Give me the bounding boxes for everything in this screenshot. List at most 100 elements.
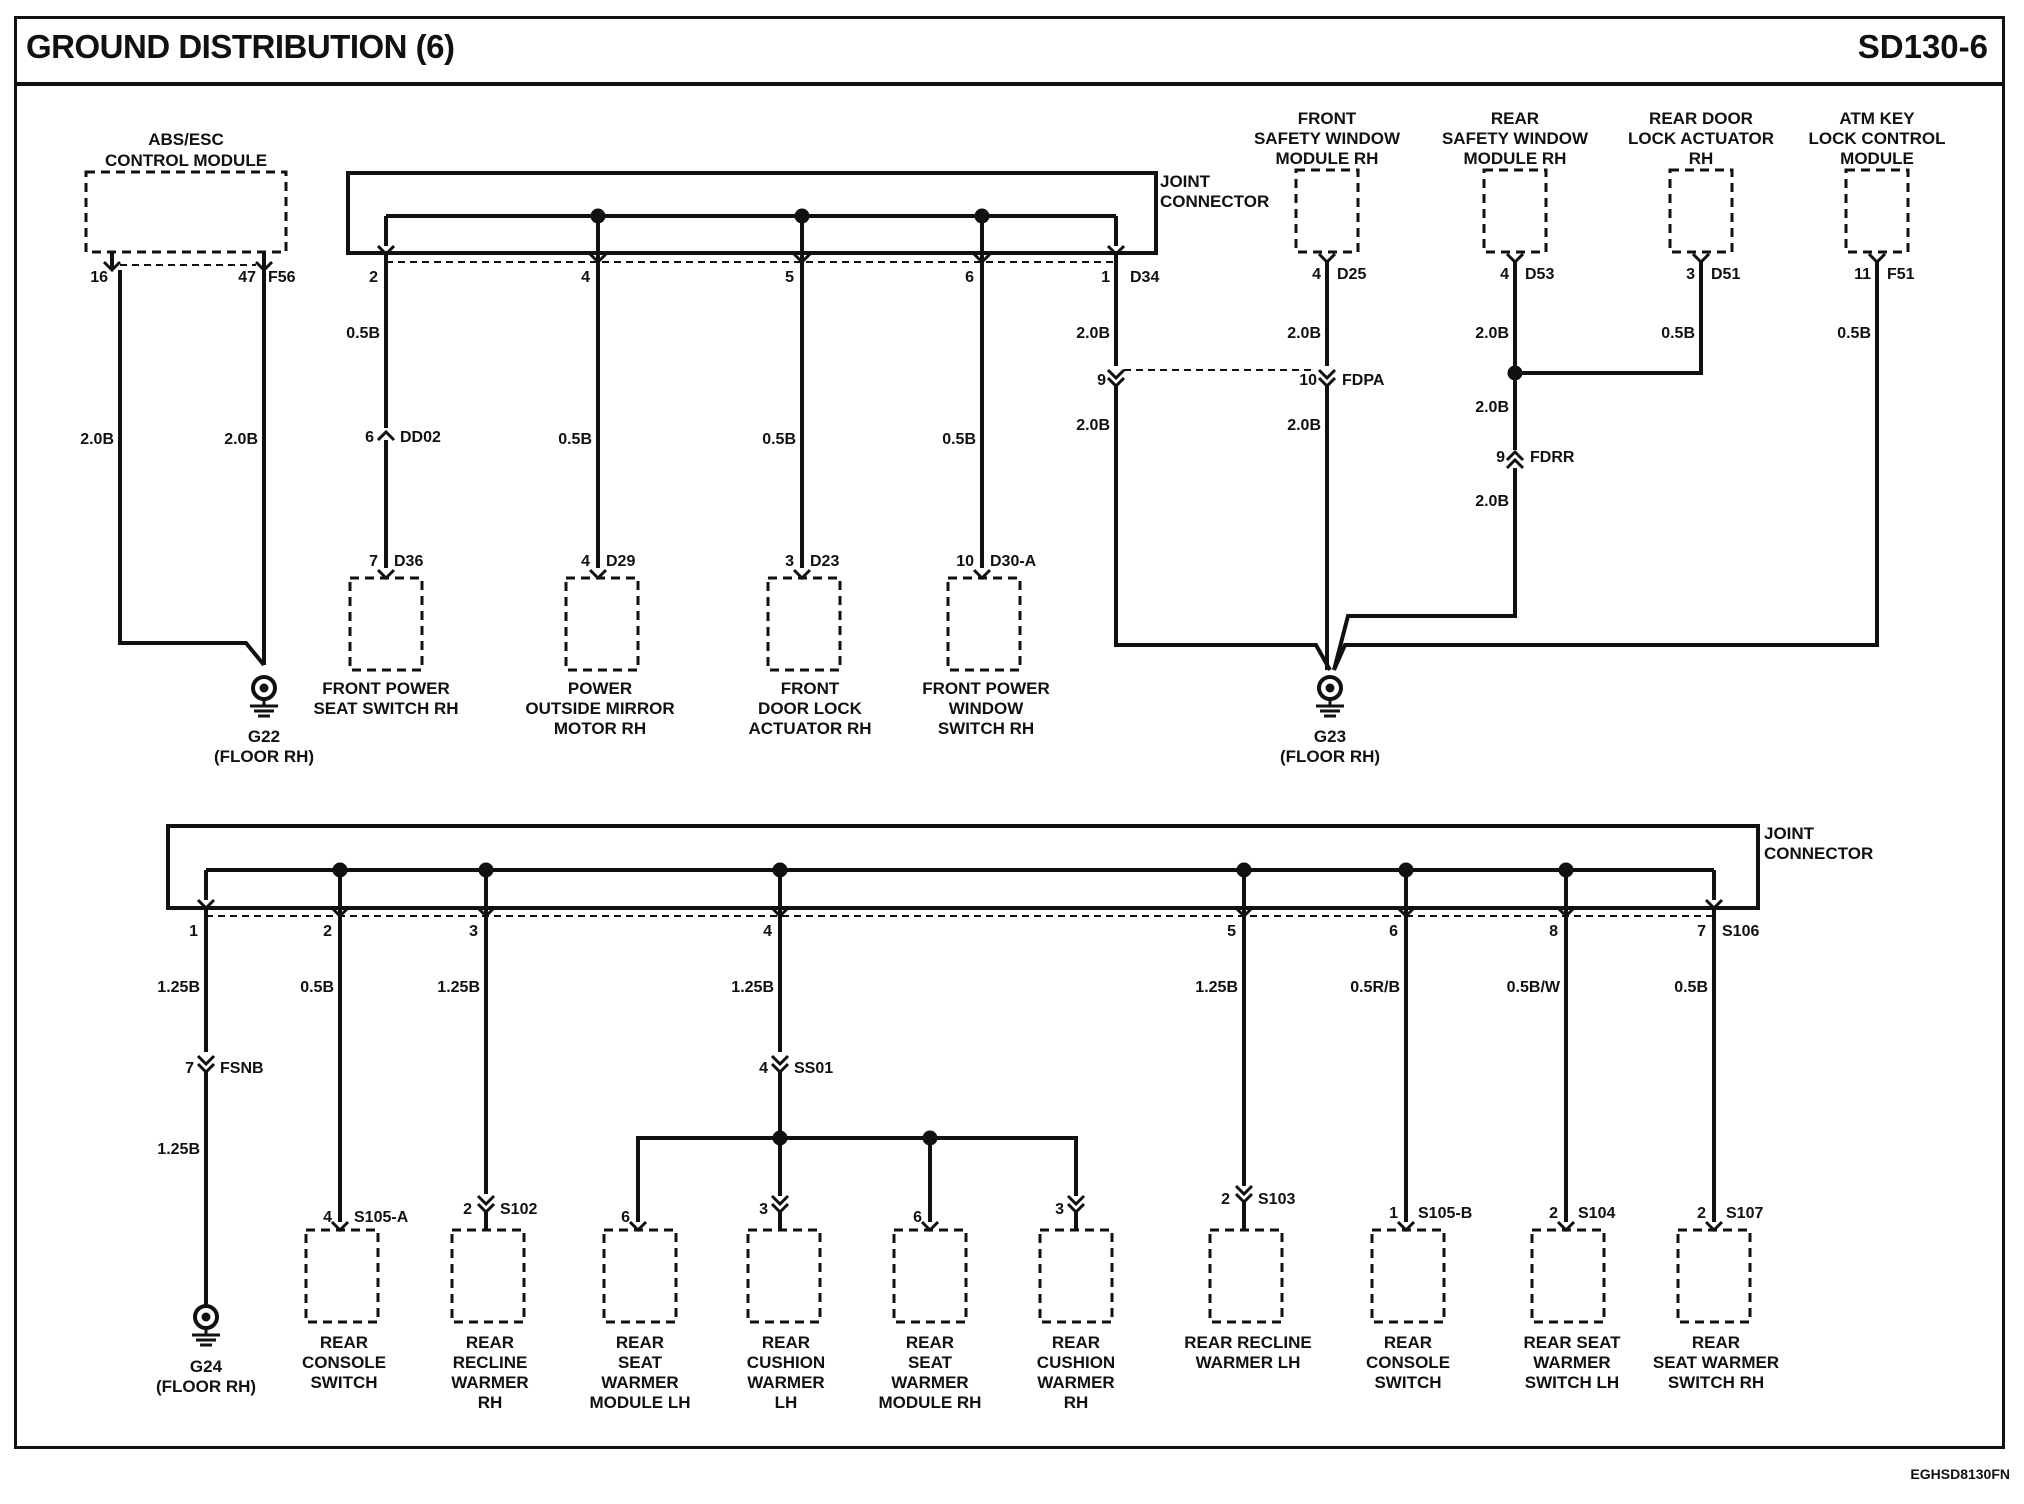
comp-name: CUSHION	[1037, 1353, 1115, 1372]
comp-name: REAR	[762, 1333, 810, 1352]
comp-pin: 4	[323, 1209, 332, 1226]
connector-chevron-icon	[476, 906, 496, 919]
comp-connector: S104	[1578, 1205, 1615, 1222]
comp-name: POWER	[568, 679, 632, 698]
abs-module-name-1: ABS/ESC	[148, 130, 224, 149]
module-name: MODULE	[1840, 149, 1914, 168]
comp-name: REAR SEAT	[1524, 1333, 1622, 1352]
bottom-wire-label: 0.5B	[1674, 979, 1708, 996]
atm-key-lock-control-module-box	[1844, 168, 1910, 254]
comp-name: REAR	[466, 1333, 514, 1352]
ground-symbol-icon	[1316, 675, 1344, 718]
module-name: RH	[1689, 149, 1714, 168]
comp-name: CONSOLE	[302, 1353, 386, 1372]
splice-dot-icon	[478, 862, 494, 878]
connector-chevron-icon	[1106, 368, 1126, 381]
comp-pin: 10	[956, 553, 974, 570]
g23-name: G23	[1314, 727, 1346, 746]
comp-connector: S103	[1258, 1191, 1295, 1208]
connector-chevron-icon	[1505, 252, 1525, 265]
splice-dot-icon	[1398, 862, 1414, 878]
ss01-pin: 4	[759, 1060, 768, 1077]
comp-name: REAR	[1384, 1333, 1432, 1352]
splice-dot-icon	[922, 1130, 938, 1146]
bottom-wire-label: 0.5R/B	[1350, 979, 1400, 996]
ss01-child-pin: 3	[1055, 1201, 1064, 1218]
connector-chevron-icon	[792, 252, 812, 265]
comp-name: WARMER	[451, 1373, 528, 1392]
wire-label: 0.5B	[1661, 325, 1695, 342]
wire-label: 2.0B	[1076, 325, 1110, 342]
splice-dot-icon	[772, 1130, 788, 1146]
rear-cushion-warmer-rh-box	[1038, 1228, 1114, 1324]
comp-name: SEAT SWITCH RH	[313, 699, 458, 718]
splice-dot-icon	[332, 862, 348, 878]
bottom-wire-label: 1.25B	[157, 1141, 200, 1158]
module-name: ATM KEY	[1839, 109, 1915, 128]
connector-chevron-icon	[972, 252, 992, 265]
comp-pin: 2	[1697, 1205, 1706, 1222]
splice-dot-icon	[1236, 862, 1252, 878]
splice-dot-icon	[794, 208, 810, 224]
comp-name: FRONT POWER	[322, 679, 450, 698]
bottom-joint-pin: 8	[1549, 923, 1558, 940]
abs-esc-group	[84, 170, 288, 718]
top-joint-pin: 4	[581, 269, 590, 286]
comp-name: SEAT	[908, 1353, 953, 1372]
front-safety-window-module-box	[1294, 168, 1360, 254]
comp-name: SEAT WARMER	[1653, 1353, 1779, 1372]
comp-name: WARMER	[1037, 1373, 1114, 1392]
bottom-joint-label-1: JOINT	[1764, 824, 1815, 843]
comp-name: WARMER	[891, 1373, 968, 1392]
connector-chevron-icon	[1505, 449, 1525, 462]
module-name: REAR DOOR	[1649, 109, 1753, 128]
fdpa-connector: FDPA	[1342, 372, 1385, 389]
rear-seat-warmer-switch-rh-box	[1676, 1228, 1752, 1324]
front-door-lock-actuator-box	[766, 576, 842, 672]
module-name: SAFETY WINDOW	[1254, 129, 1401, 148]
connector-chevron-icon	[1234, 906, 1254, 919]
module-pin: 4	[1500, 266, 1509, 283]
comp-connector: S105-B	[1418, 1205, 1472, 1222]
rear-console-switch-box	[304, 1228, 380, 1324]
comp-name: CONSOLE	[1366, 1353, 1450, 1372]
comp-connector: D29	[606, 553, 635, 570]
front-power-window-switch-box	[946, 576, 1022, 672]
bottom-wire-label: 1.25B	[437, 979, 480, 996]
comp-pin: 3	[785, 553, 794, 570]
module-pin: 4	[1312, 266, 1321, 283]
abs-pin-47: 47	[238, 269, 256, 286]
front-power-seat-switch-box	[348, 576, 424, 672]
bottom-joint-pin: 1	[189, 923, 198, 940]
comp-connector: S102	[500, 1201, 537, 1218]
rear-seat-warmer-module-lh-box	[602, 1228, 678, 1324]
top-joint-pin: 5	[785, 269, 794, 286]
connector-chevron-icon	[1556, 906, 1576, 919]
wire-label: 2.0B	[1475, 399, 1509, 416]
bottom-wire-label: 0.5B	[300, 979, 334, 996]
ss01-child-pin: 3	[759, 1201, 768, 1218]
comp-name: RH	[478, 1393, 503, 1412]
top-wire-label: 0.5B	[346, 325, 380, 342]
fdpa-pin-b: 10	[1299, 372, 1317, 389]
wire-label: 2.0B	[1475, 325, 1509, 342]
module-name: LOCK ACTUATOR	[1628, 129, 1774, 148]
bottom-joint-pin: 2	[323, 923, 332, 940]
bottom-joint-connector	[166, 824, 1760, 1347]
wire-label: 2.0B	[1475, 493, 1509, 510]
g24-location: (FLOOR RH)	[156, 1377, 256, 1396]
connector-chevron-icon	[1867, 252, 1887, 265]
splice-dot-icon	[590, 208, 606, 224]
comp-name: MODULE LH	[589, 1393, 690, 1412]
bottom-joint-label-2: CONNECTOR	[1764, 844, 1873, 863]
g22-location: (FLOOR RH)	[214, 747, 314, 766]
top-wire-label: 0.5B	[942, 431, 976, 448]
comp-name: REAR RECLINE	[1184, 1333, 1312, 1352]
module-connector: D25	[1337, 266, 1366, 283]
comp-name: SWITCH RH	[1668, 1373, 1764, 1392]
comp-pin: 2	[463, 1201, 472, 1218]
abs-wire-1: 2.0B	[80, 431, 114, 448]
comp-name: ACTUATOR RH	[748, 719, 871, 738]
fdrr-connector: FDRR	[1530, 449, 1575, 466]
comp-name: SWITCH	[310, 1373, 377, 1392]
